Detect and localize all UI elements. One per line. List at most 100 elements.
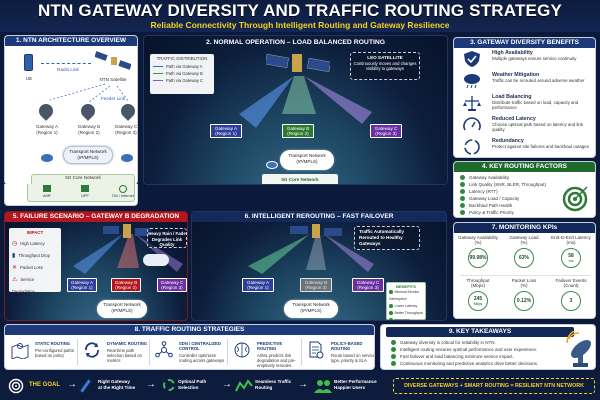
upf-icon bbox=[81, 185, 89, 192]
reroute-benefit: Better Throughput bbox=[389, 310, 423, 317]
kpi-title: 7. MONITORING KPIs bbox=[454, 223, 595, 233]
gateway-c-box: Gateway C(Region 3) bbox=[157, 278, 187, 293]
factor-item: Latency (RTT) bbox=[460, 188, 595, 195]
reroute-callout: Traffic Automatically Rerouted to Health… bbox=[354, 226, 420, 250]
normal-operation-title: 2. NORMAL OPERATION – LOAD BALANCED ROUT… bbox=[205, 39, 386, 46]
feeder-link-label: Feeder Link bbox=[100, 96, 126, 101]
legend-item-b: Path via Gateway B bbox=[153, 70, 211, 77]
kpi-value-circle: 99.98% bbox=[468, 247, 488, 268]
upf-label: UPF bbox=[81, 194, 89, 198]
strategies-panel: 8. TRAFFIC ROUTING STRATEGIES STATIC ROU… bbox=[4, 324, 375, 370]
policy-doc-icon bbox=[309, 341, 324, 359]
legend-item-a: Path via Gateway A bbox=[153, 63, 211, 70]
brain-icon bbox=[234, 342, 250, 358]
takeaway-item: Gateway diversity is critical for reliab… bbox=[391, 339, 595, 346]
impact-item-degradation: ⚠Service Degradation bbox=[12, 277, 35, 294]
gateway-a-label: Gateway A(Region 1) bbox=[35, 124, 59, 135]
network-hub-icon bbox=[155, 341, 173, 358]
pen-icon bbox=[80, 379, 91, 393]
divider bbox=[227, 339, 228, 365]
arrow-icon: → bbox=[298, 379, 308, 390]
path-cycle-icon bbox=[163, 379, 175, 391]
satellite-icon bbox=[103, 224, 151, 238]
kpi-value-circle: 0.12% bbox=[514, 290, 534, 311]
factor-item: Policy & Traffic Priority bbox=[460, 209, 595, 216]
users-icon bbox=[314, 380, 332, 393]
cycle-icon bbox=[464, 139, 480, 155]
impact-item-throughput: ▮Throughput Drop bbox=[12, 253, 50, 259]
arrow-icon: → bbox=[222, 379, 232, 390]
amf-icon bbox=[43, 185, 51, 192]
transport-network-cloud: Transport Network(IP/MPLS) bbox=[280, 150, 334, 170]
gateway-c-box: Gateway C(Region 3) bbox=[370, 124, 402, 139]
amf-label: AMF bbox=[42, 194, 51, 198]
check-icon bbox=[460, 210, 465, 216]
rain-callout: Heavy Rain / Fade Degrades Link Quality bbox=[147, 228, 187, 248]
factors-list: Gateway Availability Link Quality (SNR, … bbox=[454, 174, 595, 216]
kpi-gateway-load: Gateway Load(%)63% bbox=[502, 235, 546, 268]
storm-cloud-icon bbox=[464, 74, 480, 89]
page-title: NTN GATEWAY DIVERSITY AND TRAFFIC ROUTIN… bbox=[37, 1, 563, 20]
check-icon bbox=[389, 290, 393, 294]
gateway-c-label: Gateway C(Region 3) bbox=[114, 124, 138, 135]
gateway-b-label: Gateway B(Region 2) bbox=[77, 124, 101, 135]
reroute-benefit: Lower Latency bbox=[389, 303, 423, 310]
page-header: NTN GATEWAY DIVERSITY AND TRAFFIC ROUTIN… bbox=[0, 0, 600, 32]
factor-item: Gateway Load / Capacity bbox=[460, 195, 595, 202]
architecture-panel: 1. NTN ARCHITECTURE OVERVIEW UE Radio Li… bbox=[4, 35, 138, 185]
legend-line-b bbox=[153, 73, 163, 75]
leo-callout: LEO SATELLITE Continuously moves and cha… bbox=[350, 52, 420, 80]
core-network-box: 5G Core Network bbox=[262, 174, 338, 184]
arrow-icon: → bbox=[67, 379, 77, 390]
kpi-divider bbox=[460, 275, 591, 276]
target-icon bbox=[562, 186, 588, 212]
refresh-icon bbox=[85, 342, 99, 358]
check-icon bbox=[391, 361, 396, 367]
legend-line-c bbox=[153, 80, 163, 82]
core-network-box: 5G Core Network bbox=[31, 174, 135, 184]
benefits-title: 3. GATEWAY DIVERSITY BENEFITS bbox=[454, 38, 595, 48]
clock-icon: ◷ bbox=[12, 241, 18, 247]
takeaway-item: Fast failover and load balancing minimiz… bbox=[391, 353, 595, 360]
divider bbox=[149, 339, 150, 365]
legend-line-a bbox=[153, 66, 163, 68]
satellite-icon bbox=[266, 53, 330, 73]
check-icon bbox=[460, 175, 465, 181]
satellite-icon bbox=[290, 224, 342, 238]
rerouting-title: 6. INTELLIGENT REROUTING – FAST FAILOVER bbox=[192, 212, 446, 222]
check-icon bbox=[460, 182, 465, 188]
impact-item-packet-loss: ✕Packet Loss bbox=[12, 265, 43, 271]
rerouting-beams bbox=[248, 234, 374, 274]
bars-icon: ▮ bbox=[12, 253, 16, 259]
kpi-value-circle: 3 bbox=[561, 290, 581, 311]
routing-factors-title: 4. KEY ROUTING FACTORS bbox=[454, 162, 595, 172]
satellite-label: NTN Satellite bbox=[99, 77, 127, 82]
normal-operation-panel: 2. NORMAL OPERATION – LOAD BALANCED ROUT… bbox=[143, 35, 448, 185]
rerouting-panel: 6. INTELLIGENT REROUTING – FAST FAILOVER… bbox=[191, 211, 447, 321]
feeder-links bbox=[49, 83, 130, 103]
transport-network-cloud: Transport Network(IP/MPLS) bbox=[63, 146, 113, 164]
x-icon: ✕ bbox=[12, 265, 18, 271]
ue-label: UE bbox=[25, 76, 33, 81]
satellite-icon bbox=[95, 51, 131, 70]
kpi-gateway-availability: Gateway Availability(%)99.98% bbox=[456, 235, 500, 268]
warning-icon: ⚠ bbox=[12, 277, 18, 283]
check-icon bbox=[460, 196, 465, 202]
gateway-b-box: Gateway B(Region 2) bbox=[111, 278, 141, 293]
equation-box: DIVERSE GATEWAYS + SMART ROUTING = RESIL… bbox=[393, 378, 595, 394]
reroute-benefits-title: BENEFITS bbox=[396, 284, 416, 289]
core-network-title: 5G Core Network bbox=[65, 175, 101, 180]
globe-icon bbox=[119, 185, 127, 193]
